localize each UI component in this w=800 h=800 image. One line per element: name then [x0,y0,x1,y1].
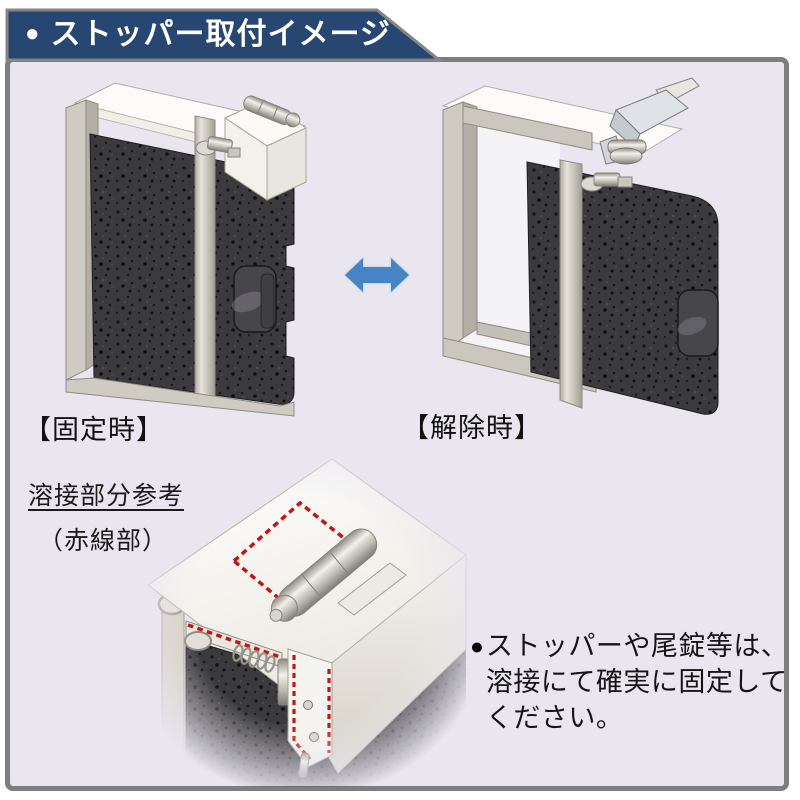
stopper-latch-closed [195,135,241,158]
note-block: ● ストッパーや尾錠等は、 溶接にて確実に固定して ください。 [470,628,790,736]
weld-detail-image [142,453,468,788]
banner-shape [5,8,441,62]
weld-mark-latch-edge [187,623,281,659]
note-line: ください。 [485,703,624,733]
hinge-icon [243,95,301,128]
label-fixed-state: 【固定時】 [24,415,164,445]
weld-reference-heading: 溶接部分参考 （赤線部） [28,476,184,557]
weld-reference-subtitle: （赤線部） [38,527,169,555]
latch-assembly [184,620,333,778]
hinge-barrel-icon [269,528,378,622]
diagram-released-state [441,77,719,415]
title-bullet-icon: ● [25,20,41,47]
note-bullet-icon: ● [470,633,484,659]
latch-hardware [580,172,633,192]
note-line: 溶接にて確実に固定して [485,667,788,697]
stopper-latch-open [599,77,700,165]
diagram-fixed-state [65,82,308,417]
swap-arrow-icon [342,251,412,299]
note-line: ストッパーや尾錠等は、 [485,631,789,661]
page-title-text: ストッパー取付イメージ [50,18,391,51]
note-text: ストッパーや尾錠等は、 溶接にて確実に固定して ください。 [486,628,789,736]
page-title: ● ストッパー取付イメージ [25,8,391,62]
header-banner: ● ストッパー取付イメージ [5,8,441,62]
gate-released-illustration [441,77,719,415]
weld-detail-illustration [147,458,467,788]
weld-reference-title: 溶接部分参考 [28,482,185,510]
gate-fixed-illustration [65,82,308,417]
label-released-state: 【解除時】 [402,413,542,443]
